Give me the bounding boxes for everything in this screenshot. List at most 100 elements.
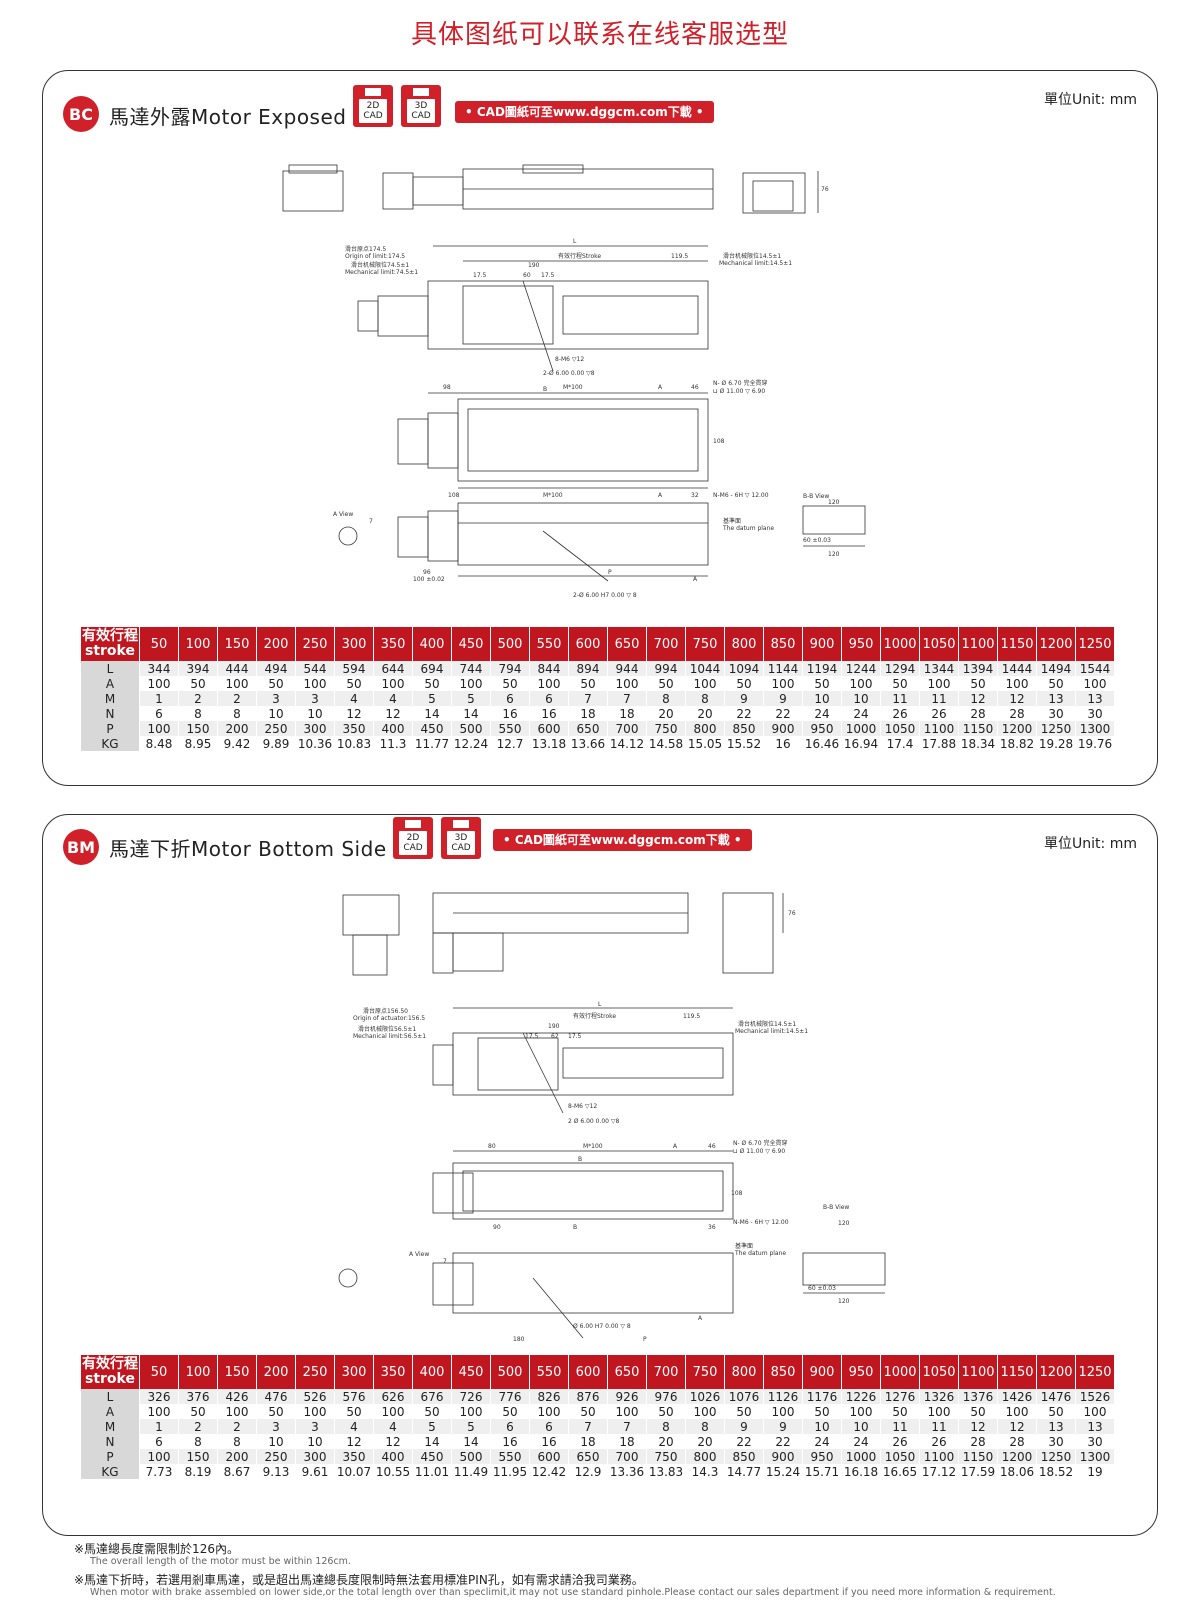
table-cell: 50	[490, 676, 530, 691]
svg-text:N-M6 - 6H ▽ 12.00: N-M6 - 6H ▽ 12.00	[733, 1219, 789, 1226]
svg-text:60 ±0.03: 60 ±0.03	[808, 1285, 836, 1292]
table-cell: 100	[217, 1404, 257, 1419]
table-cell: 1194	[802, 661, 842, 676]
table-cell: 426	[217, 1389, 257, 1404]
table-cell: 16.65	[880, 1464, 920, 1479]
table-cell: 1200	[997, 1449, 1037, 1464]
table-cell: 13	[1036, 691, 1076, 706]
cad-download-link[interactable]: • CAD圖紙可至www.dggcm.com下載 •	[493, 829, 752, 851]
table-cell: 16.46	[802, 736, 842, 751]
table-cell: 526	[295, 1389, 335, 1404]
table-cell: 376	[178, 1389, 218, 1404]
svg-text:N- Ø 6.70 完全貫穿: N- Ø 6.70 完全貫穿	[733, 1139, 787, 1147]
svg-text:108: 108	[448, 492, 460, 499]
table-cell: 11.3	[373, 736, 413, 751]
table-cell: 50	[880, 676, 920, 691]
cad-download-link[interactable]: • CAD圖紙可至www.dggcm.com下載 •	[455, 101, 714, 123]
table-cell: 5	[451, 1419, 491, 1434]
table-cell: 3	[256, 1419, 296, 1434]
table-cell: 100	[295, 1404, 335, 1419]
table-cell: 644	[373, 661, 413, 676]
table-cell: 1044	[685, 661, 725, 676]
table-cell: 2	[217, 691, 257, 706]
stroke-column-header: 650	[607, 627, 647, 661]
table-cell: 200	[217, 1449, 257, 1464]
table-cell: 11	[880, 1419, 920, 1434]
svg-text:76: 76	[821, 186, 829, 193]
svg-text:32: 32	[691, 492, 699, 499]
table-cell: 11	[880, 691, 920, 706]
table-cell: 4	[373, 691, 413, 706]
table-cell: 944	[607, 661, 647, 676]
table-cell: 10	[841, 1419, 881, 1434]
svg-text:⊔ Ø 11.00 ▽ 6.90: ⊔ Ø 11.00 ▽ 6.90	[733, 1148, 785, 1155]
stroke-column-header: 200	[256, 627, 296, 661]
table-cell: 1344	[919, 661, 959, 676]
table-cell: 300	[295, 721, 335, 736]
row-label: L	[81, 1389, 140, 1404]
note-1: ※馬達總長度需限制於126內。	[74, 1542, 239, 1556]
table-cell: 9.42	[217, 736, 257, 751]
table-cell: 150	[178, 721, 218, 736]
table-cell: 13	[1075, 1419, 1114, 1434]
table-cell: 7	[607, 691, 647, 706]
table-cell: 800	[685, 1449, 725, 1464]
table-cell: 1050	[880, 1449, 920, 1464]
row-label: N	[81, 706, 140, 721]
table-cell: 750	[646, 721, 686, 736]
table-cell: 100	[685, 676, 725, 691]
table-cell: 16	[763, 736, 803, 751]
table-cell: 100	[763, 676, 803, 691]
table-cell: 22	[724, 706, 764, 721]
table-cell: 50	[178, 1404, 218, 1419]
row-label: M	[81, 691, 140, 706]
table-cell: 4	[373, 1419, 413, 1434]
table-cell: 1200	[997, 721, 1037, 736]
stroke-column-header: 1000	[880, 627, 920, 661]
svg-text:⊔ Ø 11.00 ▽ 6.90: ⊔ Ø 11.00 ▽ 6.90	[713, 388, 765, 395]
svg-text:B-B View: B-B View	[823, 1204, 849, 1211]
series-badge: BM	[63, 829, 99, 865]
table-cell: 100	[1075, 676, 1114, 691]
table-cell: 994	[646, 661, 686, 676]
table-cell: 10	[802, 1419, 842, 1434]
stroke-column-header: 100	[178, 627, 218, 661]
stroke-column-header: 1050	[919, 627, 959, 661]
table-cell: 400	[373, 721, 413, 736]
svg-text:A View: A View	[409, 1251, 429, 1258]
svg-text:B-B View: B-B View	[803, 493, 829, 500]
table-cell: 3	[295, 1419, 335, 1434]
table-cell: 200	[217, 721, 257, 736]
table-cell: 14.58	[646, 736, 686, 751]
table-cell: 16	[490, 706, 530, 721]
table-cell: 12.7	[490, 736, 530, 751]
table-cell: 350	[334, 721, 374, 736]
table-cell: 15.05	[685, 736, 725, 751]
svg-text:62: 62	[551, 1033, 559, 1040]
svg-text:Mechanical limit:14.5±1: Mechanical limit:14.5±1	[719, 260, 792, 267]
table-cell: 100	[139, 721, 179, 736]
table-cell: 394	[178, 661, 218, 676]
table-cell: 11	[919, 1419, 959, 1434]
svg-text:8-M6 ▽12: 8-M6 ▽12	[568, 1103, 597, 1110]
table-cell: 1494	[1036, 661, 1076, 676]
table-cell: 1	[139, 1419, 179, 1434]
table-cell: 5	[412, 1419, 452, 1434]
table-cell: 10	[802, 691, 842, 706]
dimension-annotations: L 滑台原点174.5 Origin of limit:174.5 滑台机械限位…	[333, 186, 840, 599]
table-cell: 326	[139, 1389, 179, 1404]
stroke-column-header: 450	[451, 1355, 491, 1389]
stroke-column-header: 500	[490, 1355, 530, 1389]
svg-text:B: B	[543, 386, 547, 393]
stroke-column-header: 450	[451, 627, 491, 661]
stroke-column-header: 50	[139, 1355, 179, 1389]
